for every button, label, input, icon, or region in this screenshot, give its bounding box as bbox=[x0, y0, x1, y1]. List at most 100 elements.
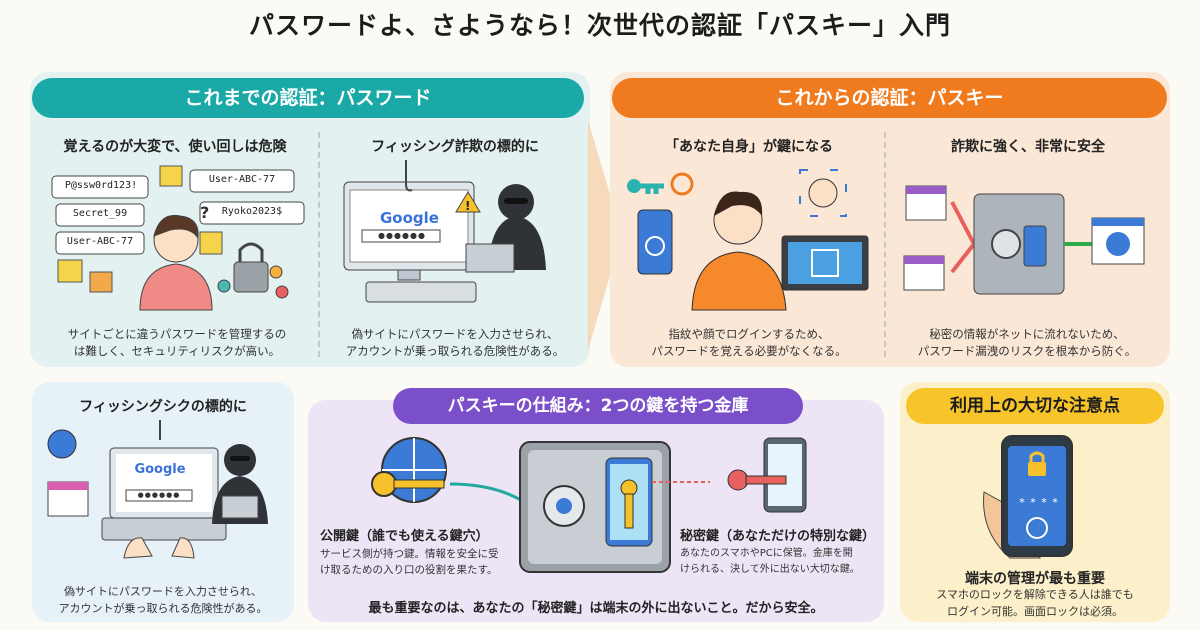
old-col1-heading: 覚えるのが大変で、使い回しは危険 bbox=[63, 139, 287, 155]
connector-line bbox=[449, 482, 531, 508]
note-box bbox=[55, 203, 145, 227]
lock-icon bbox=[1028, 462, 1046, 476]
google-logo: Google bbox=[380, 209, 439, 227]
caution-subheading: 端末の管理が最も重要 bbox=[965, 571, 1105, 587]
monitor-stand bbox=[397, 269, 421, 281]
laptop-screen bbox=[788, 242, 862, 284]
person-body bbox=[691, 251, 787, 311]
blocked-arrow bbox=[950, 201, 977, 274]
new-auth-header: これからの認証：パスキー bbox=[612, 78, 1167, 118]
password-dots: ●●●●●● bbox=[378, 231, 426, 240]
phone bbox=[637, 209, 673, 275]
fishing-hook-icon bbox=[405, 183, 413, 192]
person-hair bbox=[714, 191, 763, 216]
face-icon bbox=[808, 178, 838, 208]
public-key-title: 公開鍵（誰でも使える鍵穴） bbox=[320, 529, 489, 544]
password-field bbox=[361, 229, 441, 243]
person-hair bbox=[153, 214, 199, 240]
private-key-title: 秘密鍵（あなただけの特別な鍵） bbox=[680, 529, 876, 544]
caution-caption-1: スマホのロックを解除できる人は誰でも bbox=[936, 588, 1134, 601]
padlock-shackle bbox=[238, 242, 264, 262]
note-text: Ryoko2023$ bbox=[221, 206, 283, 217]
phishing-laptop-illustration bbox=[47, 420, 268, 559]
phishing-caption-2: アカウントが乗っ取られる危険性がある。 bbox=[58, 602, 268, 615]
old-col2-heading: フィッシング詐欺の標的に bbox=[371, 139, 539, 155]
question-mark-icon: ? bbox=[200, 203, 209, 222]
sticky-note-icon bbox=[89, 271, 113, 293]
new-col2-caption-2: パスワード漏洩のリスクを根本から防ぐ。 bbox=[917, 344, 1137, 358]
svg-text:!: ! bbox=[465, 199, 470, 213]
transition-arrow-icon bbox=[588, 120, 622, 350]
fingerprint-icon bbox=[645, 236, 665, 256]
locked-phone-illustration bbox=[983, 435, 1073, 559]
fingerprint-icon bbox=[1026, 517, 1048, 539]
new-divider bbox=[884, 132, 886, 357]
sticky-note-icon bbox=[57, 259, 83, 283]
google-logo: Google bbox=[134, 462, 186, 477]
padlock-icon bbox=[233, 261, 269, 293]
note-box bbox=[189, 169, 295, 193]
public-key-desc-1: サービス側が持つ鍵。情報を安全に受 bbox=[320, 548, 499, 560]
old-col1-caption-2: は難しく、セキュリティリスクが高い。 bbox=[73, 344, 281, 358]
new-col1-caption-1: 指紋や顔でログインするため、 bbox=[668, 327, 830, 341]
lock-icon bbox=[727, 469, 749, 491]
private-key-desc-1: あなたのスマホやPCに保管。金庫を開 bbox=[680, 548, 853, 559]
safe-key-slot bbox=[1023, 225, 1047, 267]
caution-caption-2: ログイン可能。画面ロックは必須。 bbox=[947, 605, 1123, 618]
old-col2-caption-2: アカウントが乗っ取られる危険性がある。 bbox=[345, 344, 565, 358]
sticky-note-icon bbox=[159, 165, 183, 187]
public-key-desc-2: け取るための入り口の役割を果たす。 bbox=[320, 564, 498, 576]
note-text: P@ssw0rd123! bbox=[64, 180, 138, 191]
hacker-mask bbox=[504, 198, 528, 204]
hand-icon bbox=[171, 537, 195, 559]
note-text: User-ABC-77 bbox=[66, 236, 134, 247]
laptop bbox=[221, 495, 259, 519]
new-col1-heading: 「あなた自身」が鍵になる bbox=[665, 139, 833, 155]
sticky-note-icon bbox=[199, 231, 223, 255]
new-col1-caption-2: パスワードを覚える必要がなくなる。 bbox=[651, 344, 847, 358]
safe-dial bbox=[991, 229, 1021, 259]
confused-person-illustration: ? bbox=[51, 165, 305, 311]
fingerprint-icon bbox=[670, 172, 694, 196]
hand-icon bbox=[123, 537, 153, 559]
safe-illustration bbox=[903, 185, 1145, 295]
key-icon bbox=[275, 285, 289, 299]
pin-dots: * * * * bbox=[1019, 496, 1059, 509]
new-auth-panel bbox=[610, 72, 1170, 367]
password-dots: ●●●●●● bbox=[137, 491, 181, 499]
public-key-icon bbox=[371, 471, 397, 497]
old-auth-header: これまでの認証：パスワード bbox=[32, 78, 584, 118]
keyboard bbox=[365, 281, 477, 303]
caution-header: 利用上の大切な注意点 bbox=[906, 388, 1164, 424]
phishing-illustration: ! bbox=[343, 160, 546, 303]
old-col1-caption-1: サイトごとに違うパスワードを管理するの bbox=[67, 327, 287, 341]
note-text: User-ABC-77 bbox=[208, 174, 276, 185]
laptop bbox=[465, 243, 515, 273]
laptop-keyboard bbox=[101, 517, 227, 541]
globe-icon bbox=[47, 429, 77, 459]
new-col2-caption-1: 秘密の情報がネットに流れないため、 bbox=[929, 327, 1125, 341]
two-key-safe-illustration bbox=[371, 437, 807, 573]
private-key-desc-2: けられる、決して外に出ない大切な鍵。 bbox=[680, 564, 860, 575]
mechanism-header: パスキーの仕組み：2つの鍵を持つ金庫 bbox=[393, 388, 803, 424]
monitor-screen bbox=[349, 189, 469, 263]
warning-icon bbox=[455, 191, 481, 213]
key-icon bbox=[217, 279, 231, 293]
old-divider bbox=[318, 132, 320, 357]
biometric-person-illustration bbox=[627, 169, 869, 311]
globe-icon bbox=[1106, 232, 1130, 256]
password-field bbox=[125, 489, 193, 502]
note-box bbox=[199, 201, 305, 225]
note-box bbox=[55, 231, 145, 255]
note-text: Secret_99 bbox=[72, 208, 128, 219]
note-box bbox=[51, 175, 149, 199]
phishing-heading: フィッシングシクの標的に bbox=[79, 399, 247, 415]
page-title: パスワードよ、さようなら！次世代の認証「パスキー」入門 bbox=[248, 11, 951, 40]
person-body bbox=[139, 263, 213, 311]
new-col2-heading: 詐欺に強く、非常に安全 bbox=[951, 139, 1105, 155]
phishing-caption-1: 偽サイトにパスワードを入力させられ、 bbox=[63, 585, 263, 598]
key-icon bbox=[269, 265, 283, 279]
old-col2-caption-1: 偽サイトにパスワードを入力させられ、 bbox=[351, 327, 559, 341]
mechanism-footer: 最も重要なのは、あなたの「秘密鍵」は端末の外に出ないこと。だから安全。 bbox=[368, 601, 824, 616]
